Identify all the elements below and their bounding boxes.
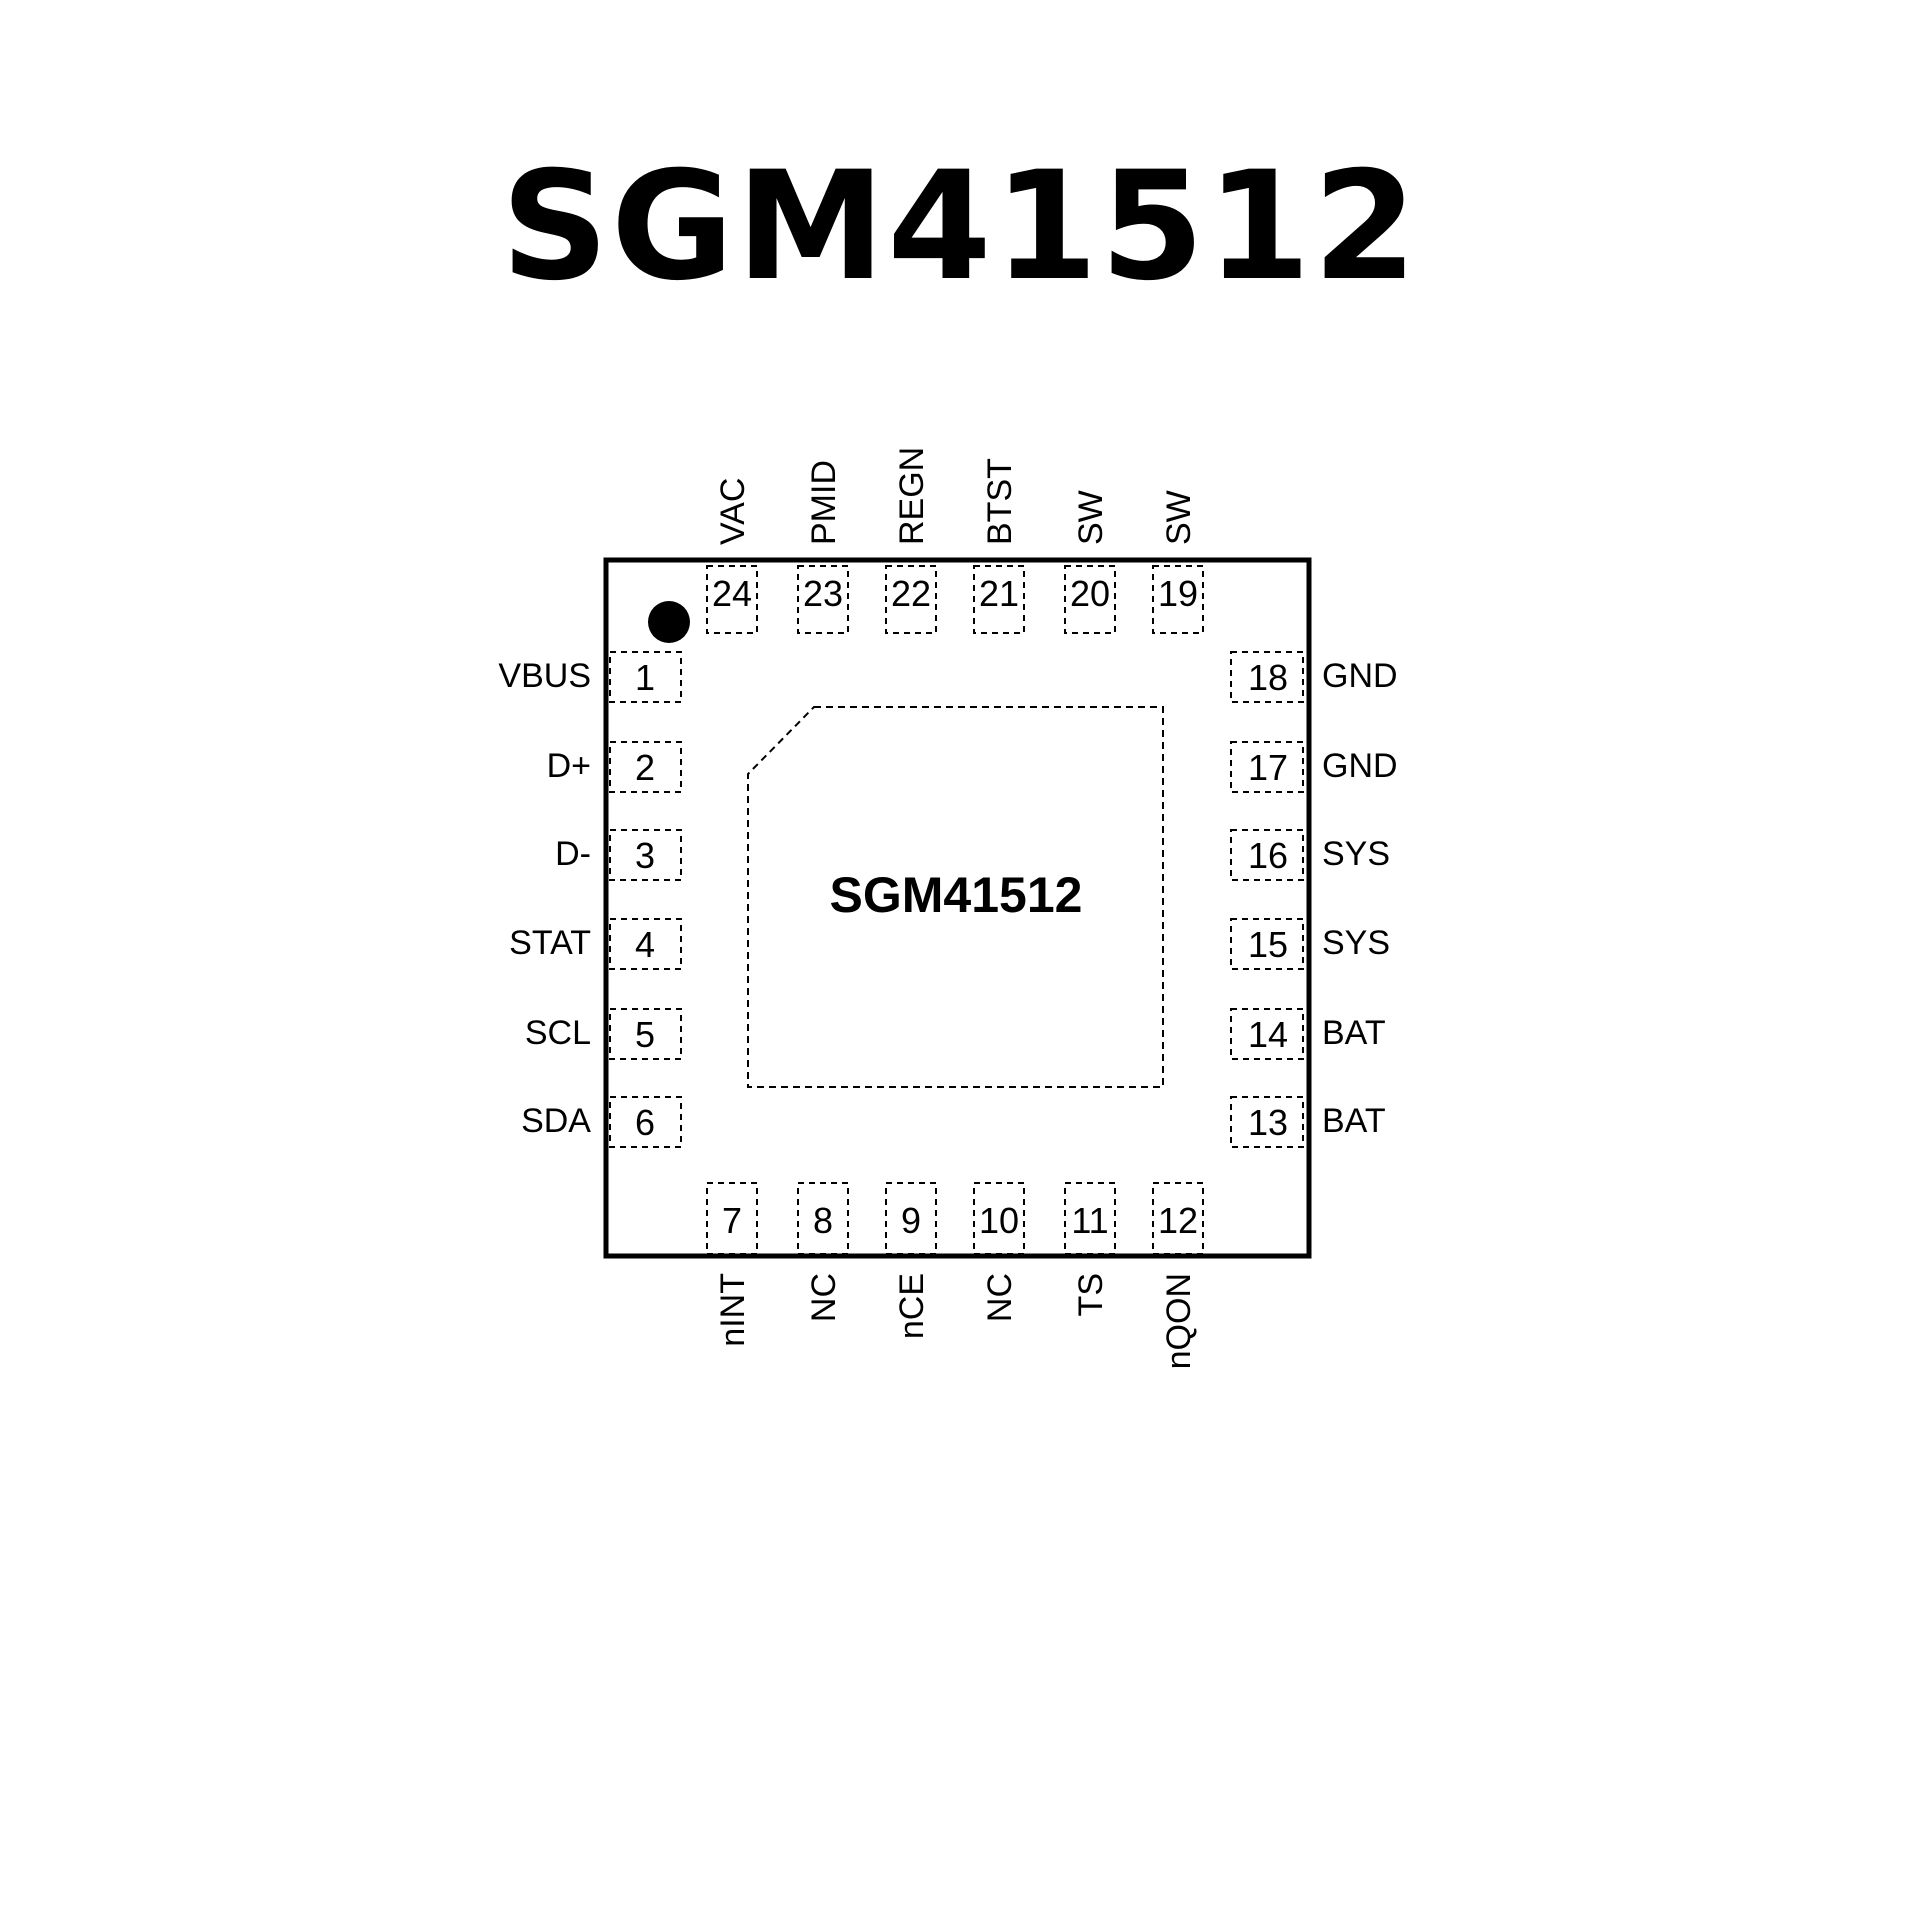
- pin-name: SYS: [1322, 835, 1390, 873]
- pin-name: BAT: [1322, 1014, 1386, 1052]
- pin-pad-left: [609, 918, 682, 970]
- pin-number: 5: [635, 1014, 655, 1055]
- pin-pad-left: [609, 1096, 682, 1148]
- pin-number: 24: [712, 573, 752, 614]
- pin-number: 14: [1248, 1014, 1288, 1055]
- pin-number: 13: [1248, 1102, 1288, 1143]
- pin-pad-top: [706, 565, 758, 634]
- pin-pad-right: [1230, 741, 1304, 793]
- pin-pad-bottom: [1152, 1182, 1204, 1255]
- pin-name: STAT: [509, 924, 591, 962]
- pin-number: 22: [891, 573, 931, 614]
- pin1-marker-dot: [648, 601, 690, 643]
- pin-number: 23: [803, 573, 843, 614]
- pin-name: REGN: [893, 447, 931, 545]
- chip-label: SGM41512: [830, 867, 1083, 923]
- pin-number: 9: [901, 1200, 921, 1241]
- pin-number: 8: [813, 1200, 833, 1241]
- pin-number: 11: [1071, 1200, 1108, 1241]
- pin-number: 12: [1158, 1200, 1198, 1241]
- pin-pad-left: [609, 741, 682, 793]
- pin-number: 2: [635, 747, 655, 788]
- package-outline: [603, 557, 1312, 1259]
- pin-name: SDA: [521, 1102, 591, 1140]
- pin-name: NC: [805, 1273, 843, 1322]
- pin-pad-left: [609, 651, 682, 703]
- pin-name: VAC: [714, 478, 752, 545]
- pin-pad-bottom: [973, 1182, 1025, 1255]
- pin-number: 7: [722, 1200, 742, 1241]
- pin-name: SW: [1072, 490, 1110, 545]
- pin-number: 3: [635, 835, 655, 876]
- pin-number: 6: [635, 1102, 655, 1143]
- pin-name: SW: [1160, 490, 1198, 545]
- pin-name: GND: [1322, 747, 1398, 785]
- pin-pad-bottom: [1064, 1182, 1116, 1255]
- pin-name: BAT: [1322, 1102, 1386, 1140]
- pin-name: SYS: [1322, 924, 1390, 962]
- pin-pad-right: [1230, 829, 1304, 881]
- pin-name: nINT: [714, 1273, 752, 1347]
- pin-pad-top: [797, 565, 849, 634]
- pin-number: 20: [1070, 573, 1110, 614]
- pin-number: 1: [635, 657, 655, 698]
- exposed-pad: [747, 706, 1164, 1088]
- pin-pad-top: [1064, 565, 1116, 634]
- pin-pad-right: [1230, 1096, 1304, 1148]
- pin-pad-top: [885, 565, 937, 634]
- pin-pad-bottom: [885, 1182, 937, 1255]
- pin-pad-right: [1230, 651, 1304, 703]
- pin-number: 10: [979, 1200, 1019, 1241]
- pin-name: NC: [981, 1273, 1019, 1322]
- pin-pad-bottom: [797, 1182, 849, 1255]
- pin-pad-left: [609, 829, 682, 881]
- pin-name: D+: [547, 747, 591, 785]
- pin-pad-left: [609, 1008, 682, 1060]
- pin-name: GND: [1322, 657, 1398, 695]
- pin-number: 4: [635, 924, 655, 965]
- pin-pad-right: [1230, 1008, 1304, 1060]
- pin-name: TS: [1072, 1273, 1110, 1316]
- pin-name: nCE: [893, 1273, 931, 1339]
- pin-number: 19: [1158, 573, 1198, 614]
- pin-number: 17: [1248, 747, 1288, 788]
- pin-name: BTST: [981, 458, 1019, 545]
- pin-name: VBUS: [498, 657, 591, 695]
- pin-number: 16: [1248, 835, 1288, 876]
- pin-pad-top: [1152, 565, 1204, 634]
- pin-pad-top: [973, 565, 1025, 634]
- pin-number: 21: [979, 573, 1019, 614]
- pin-pad-bottom: [706, 1182, 758, 1255]
- pin-number: 15: [1248, 924, 1288, 965]
- pin-name: nQON: [1160, 1273, 1198, 1369]
- pin-name: PMID: [805, 460, 843, 545]
- pin-pad-right: [1230, 918, 1304, 970]
- pin-name: SCL: [525, 1014, 591, 1052]
- pin-name: D-: [555, 835, 591, 873]
- pin-number: 18: [1248, 657, 1288, 698]
- page-title: SGM41512: [500, 140, 1420, 314]
